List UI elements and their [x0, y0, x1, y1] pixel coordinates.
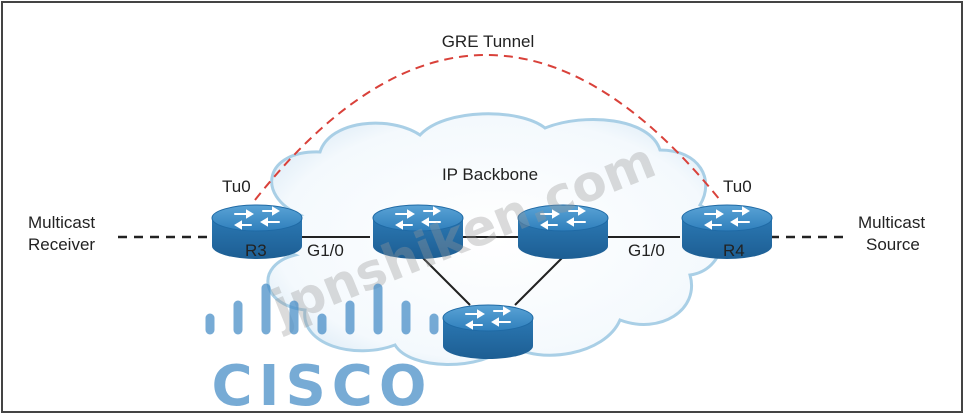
router-core3-icon[interactable]	[442, 304, 534, 360]
gre-tunnel-label: GRE Tunnel	[442, 32, 535, 51]
ip-backbone-label: IP Backbone	[442, 165, 538, 184]
cisco-logo-text: CISCO	[212, 354, 433, 415]
gre-tunnel-arc	[254, 54, 721, 201]
cisco-logo-icon	[205, 283, 439, 335]
source-label-line2: Source	[866, 235, 920, 254]
receiver-label-line2: Receiver	[28, 235, 95, 254]
receiver-label-line1: Multicast	[28, 213, 95, 232]
r3-name-label: R3	[245, 241, 267, 260]
link-core2-core3	[514, 254, 566, 306]
source-label-line1: Multicast	[858, 213, 925, 232]
r4-tunnel-if-label: Tu0	[723, 177, 752, 196]
r3-phys-if-label: G1/0	[307, 241, 344, 260]
r3-tunnel-if-label: Tu0	[222, 177, 251, 196]
r4-name-label: R4	[723, 241, 745, 260]
link-core1-core3	[419, 254, 471, 306]
r4-phys-if-label: G1/0	[628, 241, 665, 260]
